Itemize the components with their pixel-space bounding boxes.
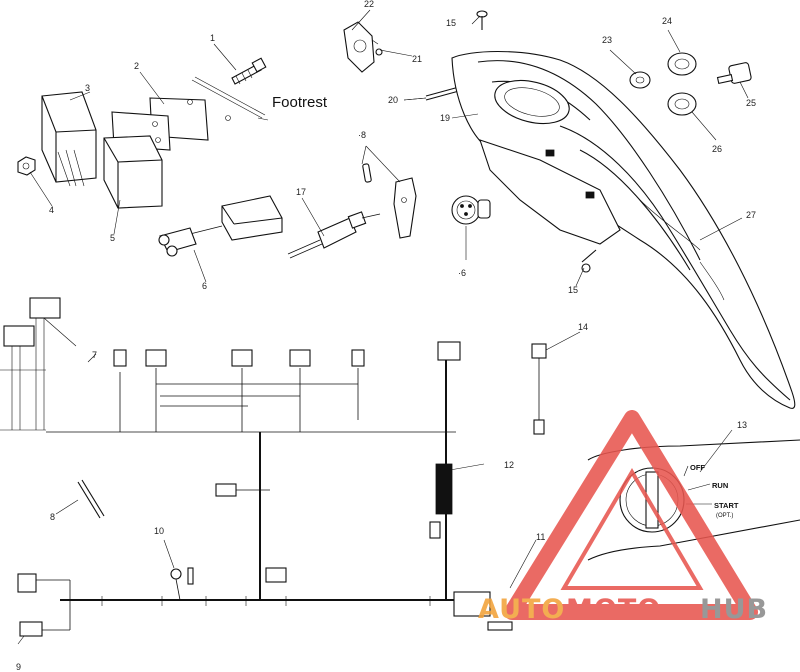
callout-19: 19 <box>440 113 450 123</box>
callout-21: 21 <box>412 54 422 64</box>
screw-part-15-top <box>476 10 488 30</box>
key-switch-part-16 <box>451 195 491 225</box>
callout-14: 14 <box>578 322 588 332</box>
automotohub-watermark: AUTO MOTO HUB <box>478 410 768 625</box>
relay-part-6 <box>158 195 283 257</box>
watermark-inner-triangle-icon <box>560 468 704 590</box>
callout-9: 9 <box>16 662 21 672</box>
callout-6: 6 <box>202 281 207 291</box>
grommet-part-24 <box>667 52 697 76</box>
watermark-auto: AUTO <box>478 594 565 625</box>
callout-4: 4 <box>49 205 54 215</box>
callout-12: 12 <box>504 460 514 470</box>
callout-26: 26 <box>712 144 722 154</box>
washer-part-23 <box>629 71 651 89</box>
callout-27: 27 <box>746 210 756 220</box>
watermark-hub: HUB <box>700 594 768 625</box>
callout-8: 8 <box>50 512 55 522</box>
watermark-moto: MOTO <box>566 594 661 625</box>
key-part-25 <box>716 62 752 85</box>
ignition-start-note: (OPT.) <box>716 513 733 519</box>
callout-15-lower: 15 <box>568 285 578 295</box>
regulator-box-part-3 <box>41 91 97 187</box>
sensor-part-17 <box>287 211 381 259</box>
callout-7: 7 <box>92 350 97 360</box>
callout-leaders <box>17 9 749 645</box>
console-housing-part-27 <box>451 51 796 409</box>
watermark-triangle-icon <box>504 410 758 620</box>
bolt-part-1 <box>231 57 267 85</box>
ignition-switch-part-13 <box>587 439 800 561</box>
cdi-box-part-5 <box>103 135 163 209</box>
switch-part-18 <box>361 145 417 239</box>
callout-22: 22 <box>364 0 374 9</box>
callout-17: 17 <box>296 187 306 197</box>
nut-part-4 <box>17 156 36 176</box>
callout-10: 10 <box>154 526 164 536</box>
callout-20: 20 <box>388 95 398 105</box>
callout-11: 11 <box>536 532 545 542</box>
callout-18: ·8 <box>358 130 366 140</box>
footrest-label: Footrest <box>272 94 328 111</box>
callout-labels: 1 2 3 4 5 6 17 ·8 22 21 20 19 15 23 24 2… <box>16 0 756 672</box>
bracket-part-22 <box>343 21 379 73</box>
callout-13: 13 <box>737 420 747 430</box>
callout-15-top: 15 <box>446 18 456 28</box>
footrest-part <box>191 76 269 121</box>
callout-2: 2 <box>134 61 139 71</box>
callout-3: 3 <box>85 83 90 93</box>
screw-part-15-lower <box>581 249 597 273</box>
callout-16: ·6 <box>458 268 466 278</box>
callout-24: 24 <box>662 16 672 26</box>
ignition-off-label: OFF <box>690 463 705 472</box>
wiring-harness <box>0 297 547 637</box>
nut-part-21 <box>375 48 383 56</box>
callout-1: 1 <box>210 33 215 43</box>
callout-23: 23 <box>602 35 612 45</box>
ignition-start-label: START <box>714 501 739 510</box>
callout-5: 5 <box>110 233 115 243</box>
grommet-part-26 <box>667 92 697 116</box>
callout-25: 25 <box>746 98 756 108</box>
ignition-run-label: RUN <box>712 481 728 490</box>
